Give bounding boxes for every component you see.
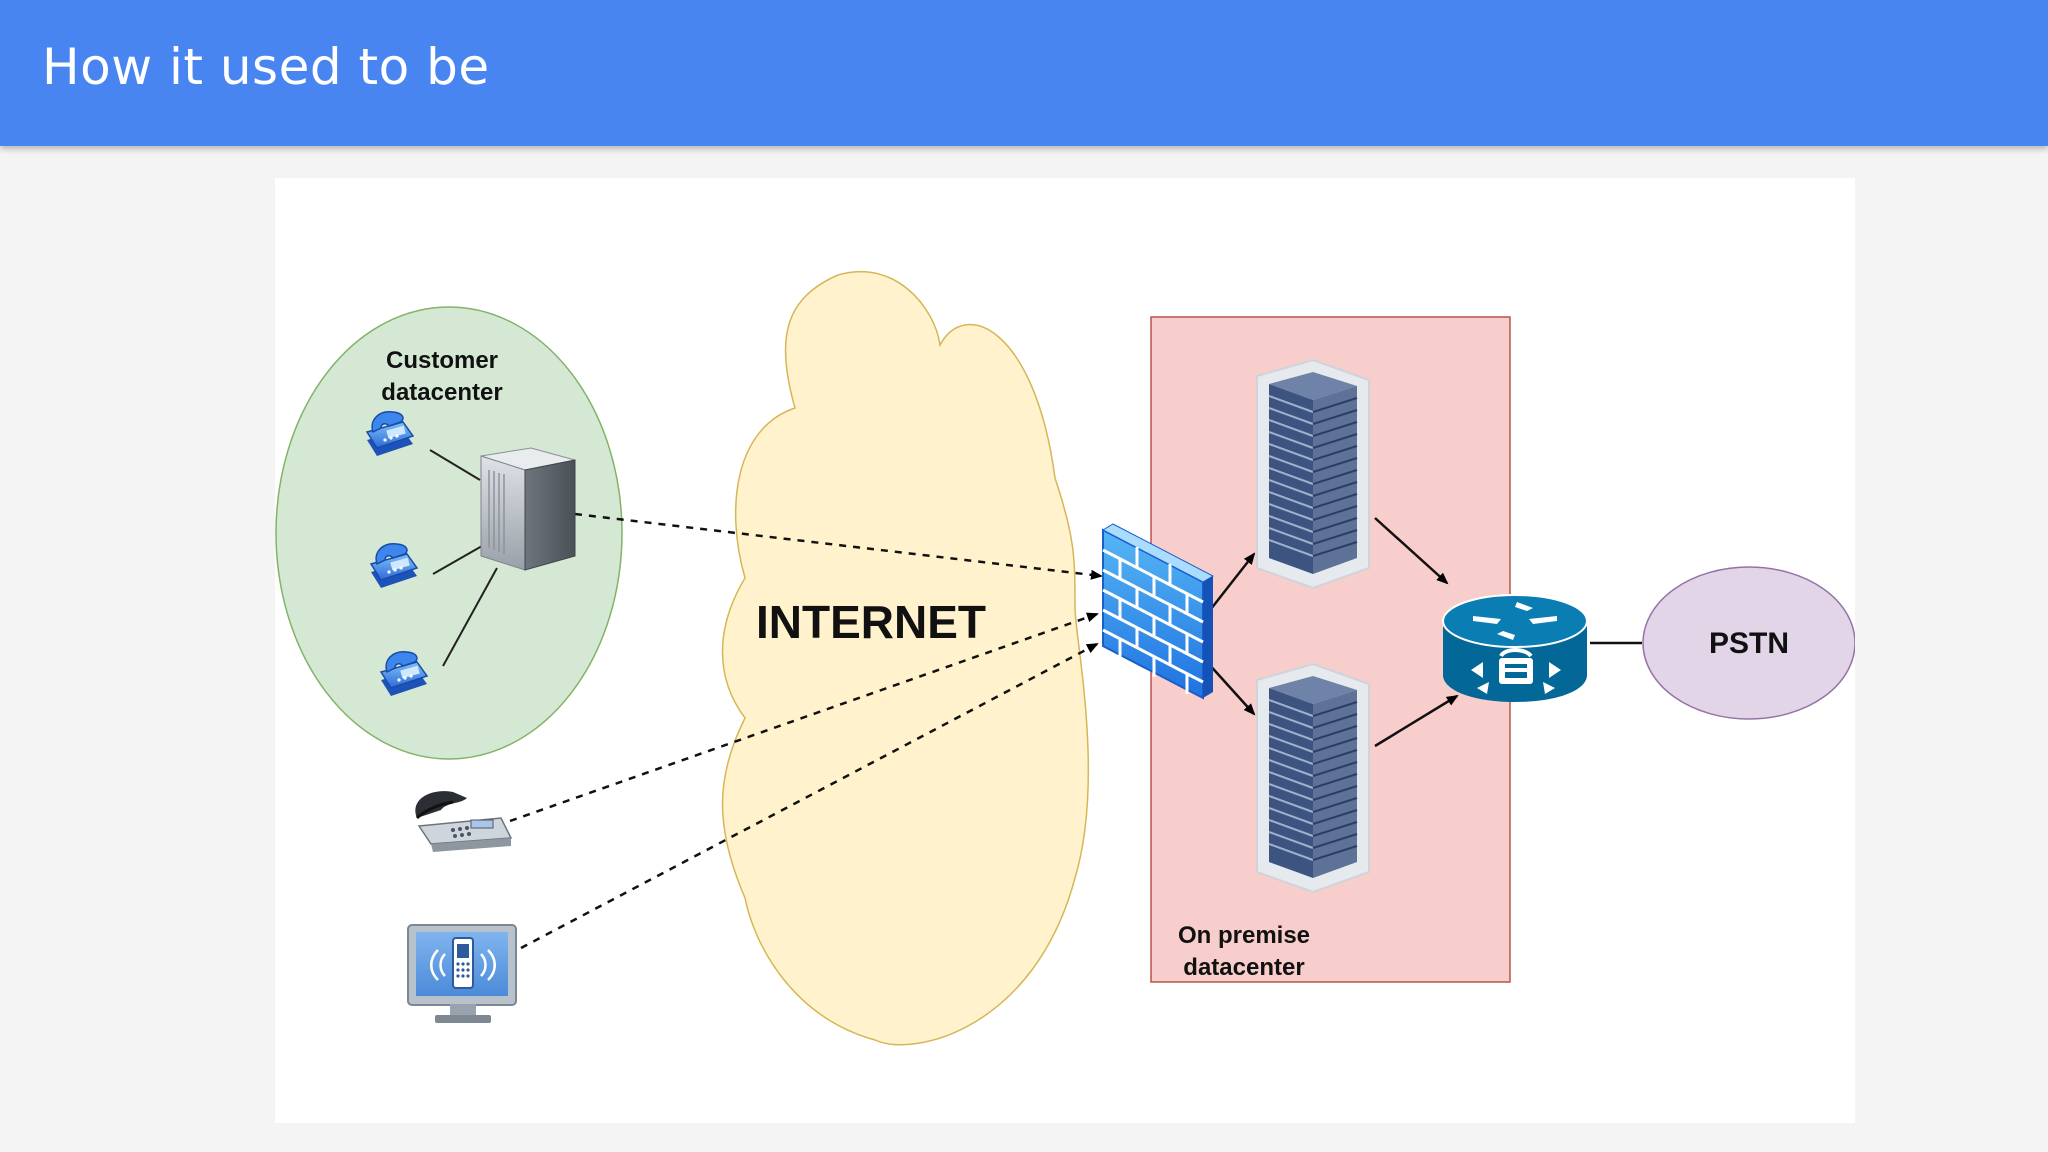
server-to-firewall-arrow: [574, 512, 1103, 580]
slide-title: How it used to be: [42, 38, 490, 96]
rack-server-icon: [1256, 359, 1370, 589]
softphone-monitor-icon: [407, 924, 517, 1023]
internet-label: INTERNET: [756, 596, 986, 648]
diagram-canvas: Customer datacenter INTERNET On premise …: [275, 178, 1856, 1123]
on-premise-label-line1: On premise: [1178, 922, 1310, 949]
pstn-label: PSTN: [1709, 627, 1789, 660]
slide-header: How it used to be: [0, 0, 2048, 146]
phone2-server-link: [432, 545, 483, 575]
customer-datacenter-zone: [275, 306, 623, 760]
network-diagram: Customer datacenter INTERNET On premise …: [275, 270, 1856, 1046]
deskphone-to-firewall-arrow: [509, 612, 1099, 823]
phone1-server-link: [429, 449, 481, 481]
softphone-to-firewall-arrow: [520, 642, 1099, 950]
customer-datacenter-label-line1: Customer: [386, 347, 498, 374]
customer-datacenter-label-line2: datacenter: [381, 379, 502, 406]
firewall-to-server2-arrow: [1206, 661, 1256, 716]
internet-cloud: [721, 270, 1090, 1046]
firewall-icon: [1101, 523, 1215, 700]
desk-phone-icon: [415, 791, 513, 852]
voice-router-icon: [1442, 594, 1588, 702]
on-premise-label-line2: datacenter: [1183, 954, 1304, 981]
firewall-to-server1-arrow: [1206, 552, 1256, 615]
phone3-server-link: [442, 567, 498, 667]
rack-server-icon: [1256, 663, 1370, 893]
server2-to-router-arrow: [1374, 694, 1459, 748]
tower-server-icon: [480, 447, 576, 571]
server1-to-router-arrow: [1374, 517, 1449, 585]
